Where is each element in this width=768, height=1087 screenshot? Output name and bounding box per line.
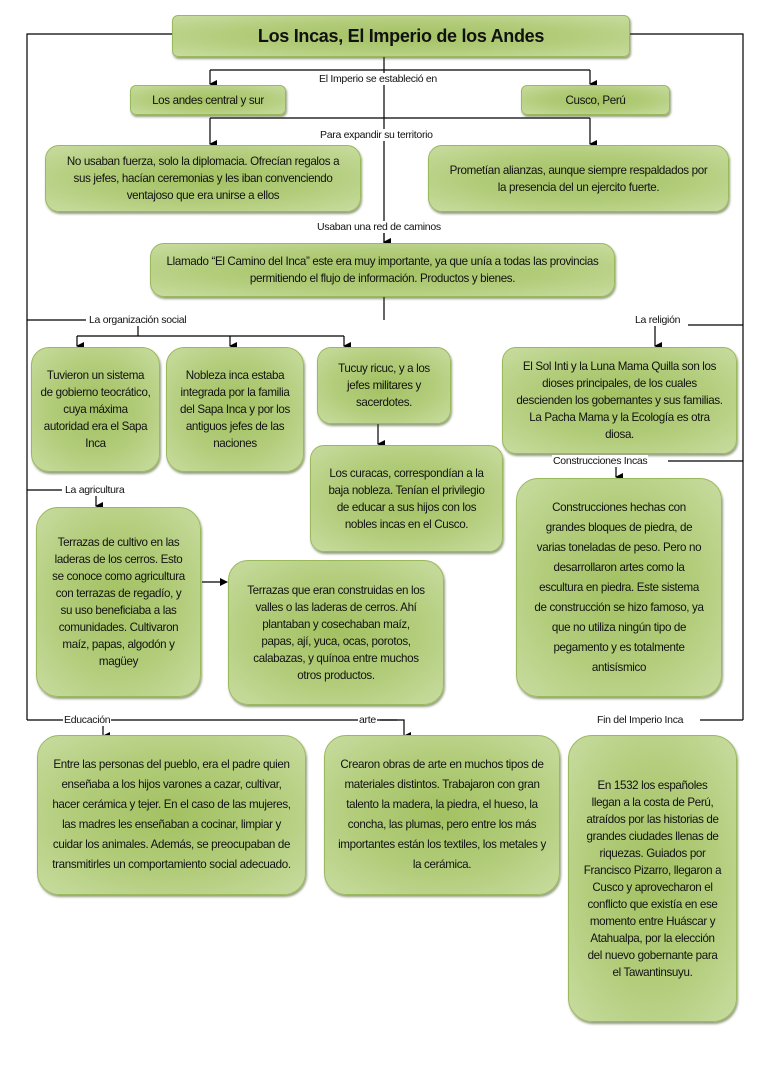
connector-social: La organización social (88, 314, 188, 326)
node-valleys: Terrazas que eran construidas en los val… (228, 560, 444, 705)
connector-education: Educación (63, 714, 112, 726)
connector-constructions: Construcciones Incas (552, 455, 649, 467)
node-curacas: Los curacas, correspondían a la baja nob… (310, 445, 503, 552)
connector-agriculture: La agricultura (64, 484, 126, 496)
connector-religion: La religión (634, 314, 682, 326)
node-terraces: Terrazas de cultivo en las laderas de lo… (36, 507, 201, 697)
connector-end: Fin del Imperio Inca (596, 714, 685, 726)
node-andes: Los andes central y sur (130, 85, 286, 115)
connector-established: El Imperio se estableció en (318, 73, 438, 85)
node-cusco: Cusco, Perú (521, 85, 670, 115)
connector-expand: Para expandir su territorio (319, 129, 434, 141)
node-art: Crearon obras de arte en muchos tipos de… (324, 735, 560, 895)
node-religion: El Sol Inti y la Luna Mama Quilla son lo… (502, 347, 737, 454)
node-end: En 1532 los españoles llegan a la costa … (568, 735, 737, 1022)
connector-art: arte (358, 714, 377, 726)
node-tucuy: Tucuy ricuc, y a los jefes militares y s… (317, 347, 451, 424)
connector-roads: Usaban una red de caminos (316, 221, 442, 233)
node-alliances: Prometían alianzas, aunque siempre respa… (428, 145, 729, 212)
node-constructions: Construcciones hechas con grandes bloque… (516, 478, 722, 697)
map-title: Los Incas, El Imperio de los Andes (172, 15, 630, 57)
node-theocracy: Tuvieron un sistema de gobierno teocráti… (31, 347, 160, 472)
node-education: Entre las personas del pueblo, era el pa… (37, 735, 306, 895)
node-camino: Llamado “El Camino del Inca” este era mu… (150, 243, 615, 297)
node-nobility: Nobleza inca estaba integrada por la fam… (166, 347, 304, 472)
node-diplomacy: No usaban fuerza, solo la diplomacia. Of… (45, 145, 361, 212)
